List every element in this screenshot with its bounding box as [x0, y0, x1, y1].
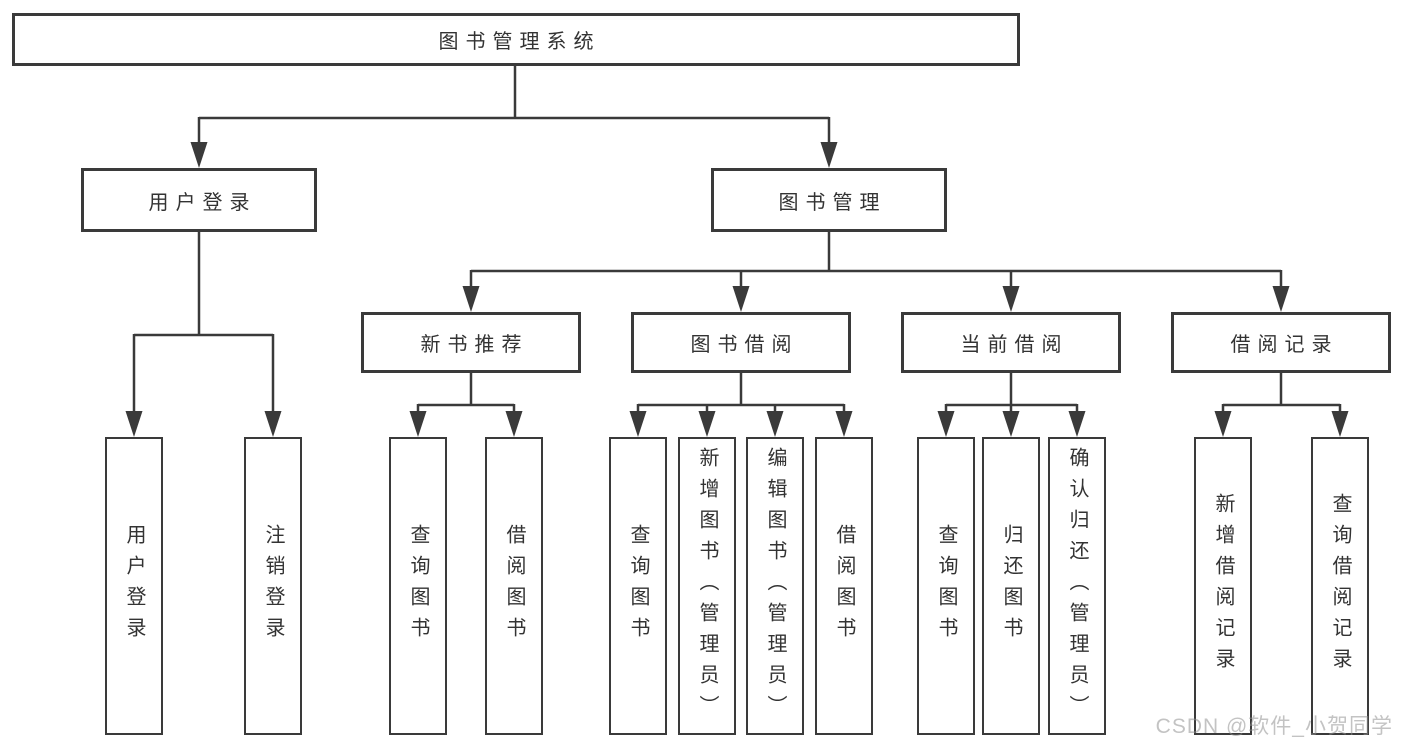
node-current-borrow-label: 当前借阅 [960, 334, 1069, 356]
leaf-bb-borrow-book: 借阅图书 [815, 437, 873, 735]
node-current-borrow: 当前借阅 [901, 312, 1121, 373]
leaf-cb-confirm-return-label: 确认归还（管理员） [1066, 446, 1088, 726]
leaf-cb-confirm-return: 确认归还（管理员） [1048, 437, 1106, 735]
leaf-user-login: 用户登录 [105, 437, 163, 735]
leaf-br-query-record: 查询借阅记录 [1311, 437, 1369, 735]
leaf-rec-query-book-label: 查询图书 [407, 524, 429, 648]
leaf-logout-label: 注销登录 [262, 524, 284, 648]
node-borrow-record: 借阅记录 [1171, 312, 1391, 373]
leaf-cb-query-book-label: 查询图书 [935, 524, 957, 648]
leaf-cb-return-book-label: 归还图书 [1000, 524, 1022, 648]
csdn-watermark: CSDN @软件_小贺同学 [1155, 715, 1393, 738]
leaf-br-add-record: 新增借阅记录 [1194, 437, 1252, 735]
node-user-login: 用户登录 [81, 168, 317, 232]
leaf-bb-add-book: 新增图书（管理员） [678, 437, 736, 735]
leaf-bb-edit-book: 编辑图书（管理员） [746, 437, 804, 735]
node-book-borrow: 图书借阅 [631, 312, 851, 373]
leaf-bb-add-book-label: 新增图书（管理员） [696, 446, 718, 726]
node-new-book-recommend-label: 新书推荐 [420, 334, 529, 356]
node-borrow-record-label: 借阅记录 [1230, 334, 1339, 356]
leaf-rec-query-book: 查询图书 [389, 437, 447, 735]
node-user-login-label: 用户登录 [148, 191, 257, 214]
leaf-bb-query-book: 查询图书 [609, 437, 667, 735]
leaf-user-login-label: 用户登录 [123, 524, 145, 648]
leaf-bb-borrow-book-label: 借阅图书 [833, 524, 855, 648]
leaf-logout: 注销登录 [244, 437, 302, 735]
node-new-book-recommend: 新书推荐 [361, 312, 581, 373]
leaf-br-query-record-label: 查询借阅记录 [1329, 493, 1351, 679]
leaf-rec-borrow-book-label: 借阅图书 [503, 524, 525, 648]
leaf-bb-query-book-label: 查询图书 [627, 524, 649, 648]
leaf-cb-query-book: 查询图书 [917, 437, 975, 735]
node-book-management: 图书管理 [711, 168, 947, 232]
leaf-bb-edit-book-label: 编辑图书（管理员） [764, 446, 786, 726]
leaf-br-add-record-label: 新增借阅记录 [1212, 493, 1234, 679]
node-root: 图书管理系统 [12, 13, 1020, 66]
node-root-label: 图书管理系统 [438, 31, 601, 53]
node-book-borrow-label: 图书借阅 [690, 334, 799, 356]
leaf-cb-return-book: 归还图书 [982, 437, 1040, 735]
leaf-rec-borrow-book: 借阅图书 [485, 437, 543, 735]
node-book-management-label: 图书管理 [778, 191, 887, 214]
